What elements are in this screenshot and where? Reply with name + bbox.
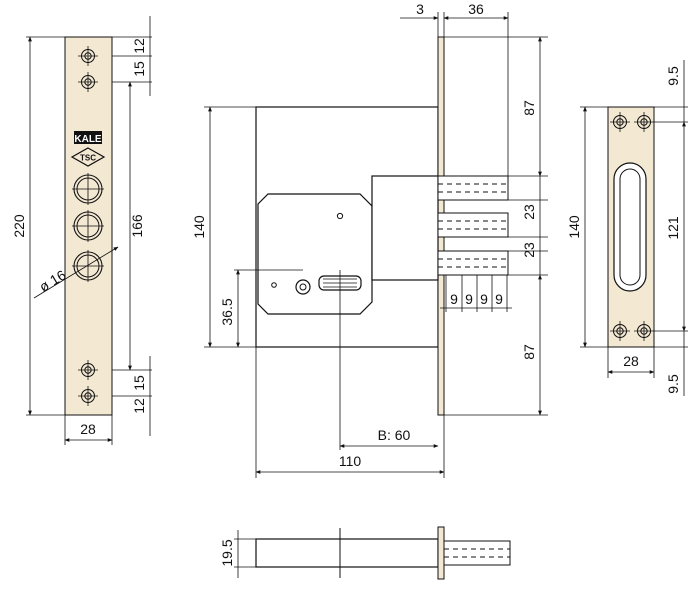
bolt-icon bbox=[437, 212, 509, 238]
dim-bolt-width-3: 9 bbox=[480, 291, 488, 307]
brand-logo: KALE TSC bbox=[70, 131, 106, 167]
dim-total-height: 220 bbox=[11, 214, 27, 238]
top-bolt bbox=[443, 540, 511, 566]
logo-bottom-text: TSC bbox=[80, 154, 96, 163]
dim-hole-spacing: 166 bbox=[129, 214, 145, 238]
dim-bolt-width-2: 9 bbox=[465, 291, 473, 307]
dim-bottom-hole-2: 12 bbox=[131, 398, 147, 414]
dim-top-thickness: 19.5 bbox=[219, 539, 235, 566]
dim-front-width: 28 bbox=[80, 421, 96, 437]
dim-strike-height: 140 bbox=[566, 215, 582, 239]
pin-hole-icon bbox=[336, 212, 344, 220]
dim-bolt-width-4: 9 bbox=[495, 291, 503, 307]
dim-bottom-hole-1: 15 bbox=[131, 375, 147, 391]
strike-plate-view: 140 121 9.5 9.5 28 bbox=[566, 60, 688, 396]
bolt-icon bbox=[437, 175, 509, 201]
top-case bbox=[255, 538, 439, 568]
dim-case-width: 110 bbox=[339, 453, 362, 469]
dim-strike-slot-length: 121 bbox=[665, 216, 681, 240]
dim-bolt-projection: 36 bbox=[468, 1, 484, 17]
pin-hole-icon bbox=[271, 282, 277, 288]
dim-strike-width: 28 bbox=[623, 353, 639, 369]
dim-faceplate-thickness: 3 bbox=[416, 1, 424, 17]
mechanism-plate bbox=[257, 193, 373, 315]
side-view: 140 36.5 B: 60 110 3 36 87 87 bbox=[191, 1, 548, 478]
bolt-housing bbox=[371, 175, 439, 281]
bolt-icon bbox=[437, 250, 509, 276]
dim-bolt-width-1: 9 bbox=[450, 291, 458, 307]
dim-case-height: 140 bbox=[191, 215, 207, 239]
dim-cylinder-diameter: ø 16 bbox=[36, 267, 68, 295]
dim-upper-extension: 87 bbox=[521, 100, 537, 116]
front-view: KALE TSC 220 166 12 15 15 12 28 ø 16 bbox=[11, 16, 152, 445]
dim-strike-top-margin: 9.5 bbox=[665, 66, 681, 86]
top-view: 19.5 bbox=[219, 526, 511, 580]
logo-top-text: KALE bbox=[74, 134, 102, 145]
dim-bolt-gap-1: 23 bbox=[521, 204, 537, 220]
dim-backset: B: 60 bbox=[378, 427, 411, 443]
dim-bolt-gap-2: 23 bbox=[521, 242, 537, 258]
dim-top-hole-2: 15 bbox=[131, 61, 147, 77]
top-faceplate bbox=[437, 526, 445, 580]
dim-strike-bottom-margin: 9.5 bbox=[665, 374, 681, 394]
dim-key-offset: 36.5 bbox=[219, 298, 235, 325]
strike-slot bbox=[613, 162, 647, 292]
dim-lower-extension: 87 bbox=[521, 344, 537, 360]
dim-top-hole-1: 12 bbox=[131, 38, 147, 54]
spindle-hole-icon bbox=[295, 279, 311, 295]
